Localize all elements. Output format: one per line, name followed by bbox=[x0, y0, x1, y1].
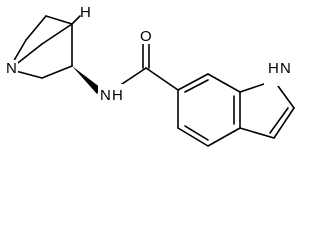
bond-c-lower-c-stereo bbox=[41, 65, 73, 79]
atom-o-carbonyl: O bbox=[140, 28, 152, 45]
bond-c6-c7-inner bbox=[184, 79, 209, 93]
bond-n-c-bridge bbox=[13, 43, 43, 67]
bond-c-top-bridgehead bbox=[45, 15, 73, 25]
bond-c2-c3 bbox=[273, 107, 295, 139]
bond-c-c-upper-left-top bbox=[25, 15, 47, 41]
atom-n-quinuclidine: N bbox=[6, 60, 17, 77]
atom-n-amide: N bbox=[100, 87, 111, 104]
bond-carbonyl-c-ring bbox=[145, 67, 179, 91]
atom-h-amide: H bbox=[112, 87, 123, 104]
bond-c-bridge-bridgehead bbox=[41, 23, 73, 45]
atom-h-indole: H bbox=[268, 60, 279, 77]
bond-c7-c7a bbox=[207, 73, 241, 93]
bond-c6-c7 bbox=[177, 73, 209, 91]
atom-n-indole: N bbox=[280, 60, 291, 77]
atom-labels: N H N H O H N bbox=[5, 4, 294, 104]
indole-benzene-ring bbox=[177, 73, 241, 147]
bond-c3a-c4 bbox=[207, 127, 241, 147]
indole-pyrrole-ring bbox=[239, 81, 295, 139]
wedge-bond-c-n bbox=[72, 66, 101, 94]
bond-bridgehead-h bbox=[71, 15, 81, 25]
bond-n1-c2 bbox=[277, 85, 295, 109]
chemical-structure: N H N H O H N bbox=[5, 4, 295, 147]
quinuclidine-bonds bbox=[11, 15, 73, 79]
atom-h-stereo: H bbox=[80, 4, 91, 21]
bond-c2-c3-inner bbox=[269, 107, 289, 134]
bond-c4-c5-inner bbox=[184, 125, 209, 141]
bond-c4-c5 bbox=[177, 127, 209, 147]
bond-c3-c3a bbox=[239, 127, 275, 139]
